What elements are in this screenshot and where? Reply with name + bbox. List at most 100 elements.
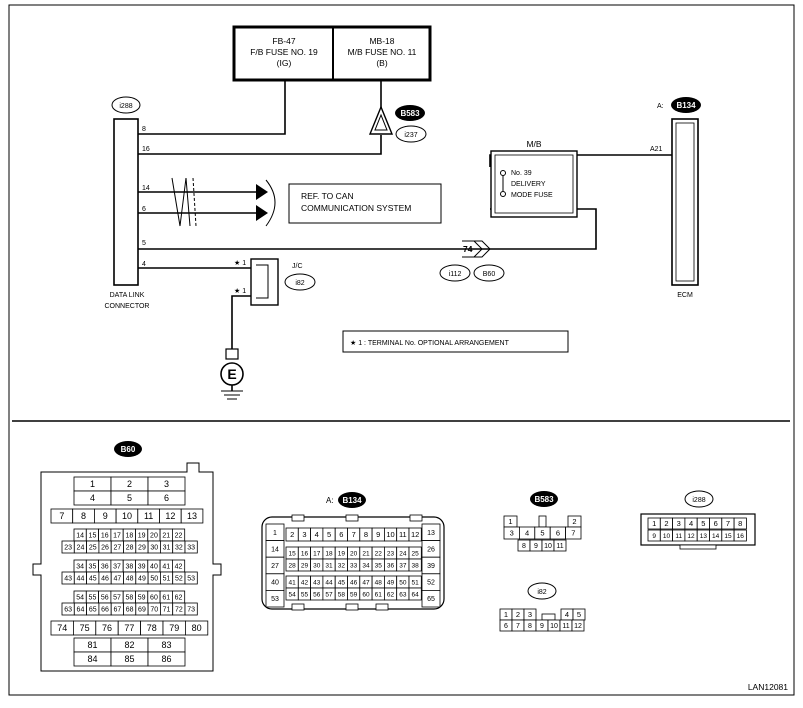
- b134-pin: 36: [387, 562, 395, 569]
- i288-pin: 4: [689, 519, 693, 528]
- b134-pin: 19: [338, 550, 346, 557]
- can-branch: REF. TO CAN COMMUNICATION SYSTEM: [171, 177, 442, 227]
- b60-pin: 78: [147, 623, 157, 633]
- i288-pin: 7: [726, 519, 730, 528]
- b583-key: [538, 515, 547, 528]
- b60-pin: 71: [163, 606, 171, 613]
- b134-pin: 12: [411, 530, 419, 539]
- dlc-pin-8: 8: [142, 126, 146, 133]
- b134-pin: 33: [350, 562, 358, 569]
- i82-pin: 7: [516, 623, 520, 630]
- b60-pin: 38: [125, 563, 133, 570]
- b583-pin: 10: [544, 543, 552, 550]
- b60-pin: 58: [125, 594, 133, 601]
- b134-pin: 48: [375, 579, 383, 586]
- b583-pin: 8: [522, 543, 526, 550]
- delivery-mode-fuse: M/B No. 39 DELIVERY MODE FUSE: [490, 139, 578, 218]
- b134-pin: 44: [325, 579, 333, 586]
- b134-pin: 56: [313, 591, 321, 598]
- i288-pin: 15: [724, 533, 732, 540]
- b60-pin: 24: [77, 544, 85, 551]
- b134-pin: 39: [427, 563, 435, 570]
- i82-pin: 9: [540, 623, 544, 630]
- wire-74-label: 74: [463, 244, 473, 254]
- i82-pin: 5: [577, 610, 581, 619]
- b134-pin: 11: [399, 530, 407, 539]
- b60-pin: 19: [138, 532, 146, 539]
- b134-pin: 63: [399, 591, 407, 598]
- b60-pin: 44: [77, 575, 85, 582]
- b60-pin: 76: [102, 623, 112, 633]
- jc-mark-2: ★ 1: [234, 287, 246, 295]
- b60-pin: 40: [150, 563, 158, 570]
- dlc-pin-6: 6: [142, 206, 146, 213]
- i288-pin: 1: [652, 519, 656, 528]
- b60-pin: 32: [175, 544, 183, 551]
- b60-pin: 81: [87, 640, 97, 650]
- can-ref-line2: COMMUNICATION SYSTEM: [301, 203, 411, 213]
- b134-pin: 59: [350, 591, 358, 598]
- dlc-pin-4: 4: [142, 261, 146, 268]
- b583-pin: 4: [525, 529, 529, 538]
- b60-pin: 66: [101, 606, 109, 613]
- b60-pin: 9: [103, 511, 108, 521]
- b60-pin: 18: [125, 532, 133, 539]
- b134-pin: 8: [364, 530, 368, 539]
- b134-face-prefix: A:: [326, 496, 334, 505]
- ecm-connector-id: B134: [676, 101, 696, 110]
- b60-pin: 72: [175, 606, 183, 613]
- b134-pin: 23: [387, 550, 395, 557]
- b60-pin: 26: [101, 544, 109, 551]
- b60-pin: 51: [163, 575, 171, 582]
- b60-pin: 11: [144, 511, 153, 521]
- i82-pin: 12: [574, 623, 582, 630]
- i82-pin: 2: [516, 610, 520, 619]
- i288-face-oval: [684, 490, 714, 508]
- b60-face-oval: [114, 441, 142, 457]
- note-box: ★ 1 : TERMINAL No. OPTIONAL ARRANGEMENT: [342, 330, 569, 353]
- b134-pin: 18: [325, 550, 333, 557]
- b134-pin: 13: [427, 530, 435, 537]
- b134-pin: 65: [427, 596, 435, 603]
- b583-face-id: B583: [534, 495, 554, 504]
- b134-pin: 24: [399, 550, 407, 557]
- b60-pin: 68: [126, 606, 134, 613]
- i288-key: [679, 544, 717, 550]
- b134-pin: 46: [350, 579, 358, 586]
- b134-pin: 1: [273, 530, 277, 537]
- b60-pin: 64: [77, 606, 85, 613]
- b60-cell: [184, 602, 198, 616]
- b60-pin: 34: [76, 563, 84, 570]
- b60-pin: 20: [150, 532, 158, 539]
- b134-pin: 7: [352, 530, 356, 539]
- b60-connector-id: B60: [483, 271, 496, 278]
- i288-cell: [733, 517, 747, 530]
- b134-face-oval: [338, 492, 366, 508]
- b60-pin: 12: [165, 511, 175, 521]
- b134-pin: 14: [271, 546, 279, 553]
- b134-pin: 31: [325, 562, 333, 569]
- b60-pin: 33: [187, 544, 195, 551]
- fb-fuse-line2: F/B FUSE NO. 19: [250, 47, 318, 57]
- dlc-connector-id: i288: [119, 103, 132, 110]
- b134-pin: 51: [412, 579, 420, 586]
- b134-pin: 45: [338, 579, 346, 586]
- b60-pin: 7: [59, 511, 64, 521]
- i288-pin: 5: [701, 519, 705, 528]
- b134-pin: 40: [271, 580, 279, 587]
- i288-face-id: i288: [692, 497, 705, 504]
- b134-key: [409, 514, 423, 522]
- b60-pin: 45: [89, 575, 97, 582]
- b60-pin: 46: [101, 575, 109, 582]
- b134-pin: 28: [289, 562, 297, 569]
- data-link-connector: i288 DATA LINK CONNECTOR 8 16 14 6 5 4: [105, 96, 150, 310]
- dlc-pin-14: 14: [142, 185, 150, 192]
- b60-cell: [184, 540, 198, 554]
- b583-cell: [553, 539, 567, 552]
- b134-key: [291, 514, 305, 522]
- b60-pin: 1: [90, 479, 95, 489]
- b60-pin: 70: [150, 606, 158, 613]
- b134-pin: 29: [301, 562, 309, 569]
- b134-cell: [408, 527, 422, 542]
- b134-pin: 30: [313, 562, 321, 569]
